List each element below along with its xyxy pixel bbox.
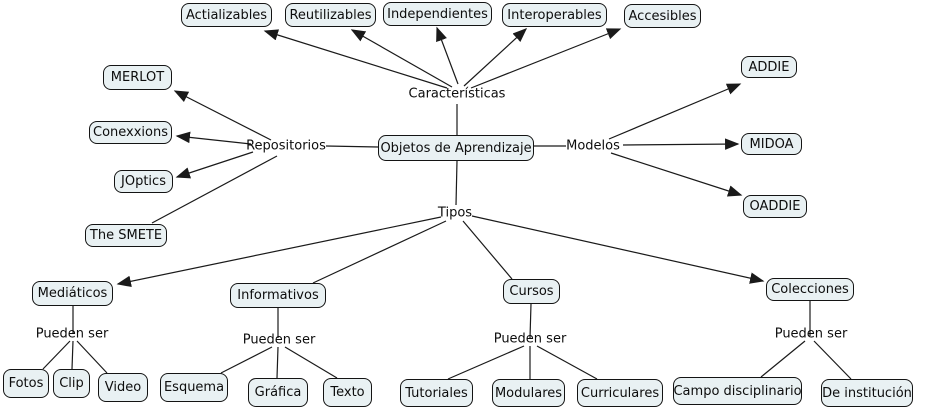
node-clip[interactable]: Clip: [53, 369, 90, 398]
node-the-smete[interactable]: The SMETE: [85, 224, 167, 247]
node-midoa[interactable]: MIDOA: [741, 133, 802, 155]
link-label-tipos[interactable]: Tipos: [437, 205, 473, 221]
node-cursos[interactable]: Cursos: [503, 279, 560, 304]
node-conexxions[interactable]: Conexxions: [89, 121, 172, 144]
link-label-pueden-ser-informativos[interactable]: Pueden ser: [242, 332, 316, 348]
node-merlot[interactable]: MERLOT: [103, 65, 172, 90]
node-oaddie[interactable]: OADDIE: [743, 195, 807, 218]
node-esquema[interactable]: Esquema: [160, 373, 228, 402]
link-label-pueden-ser-cursos[interactable]: Pueden ser: [493, 331, 567, 347]
node-colecciones[interactable]: Colecciones: [766, 278, 854, 301]
node-independientes[interactable]: Independientes: [383, 2, 492, 26]
link-label-repositorios[interactable]: Repositorios: [246, 138, 326, 154]
node-joptics[interactable]: JOptics: [114, 170, 173, 193]
link-label-caracteristicas[interactable]: Características: [408, 86, 506, 102]
node-curriculares[interactable]: Curriculares: [577, 379, 663, 407]
node-texto[interactable]: Texto: [323, 378, 372, 407]
node-informativos[interactable]: Informativos: [230, 283, 326, 308]
node-objetos-de-aprendizaje[interactable]: Objetos de Aprendizaje: [378, 135, 534, 161]
link-label-modelos[interactable]: Modelos: [566, 138, 620, 154]
node-accesibles[interactable]: Accesibles: [624, 4, 701, 28]
node-tutoriales[interactable]: Tutoriales: [400, 379, 473, 407]
node-video[interactable]: Video: [98, 373, 148, 402]
node-grafica[interactable]: Gráfica: [248, 378, 308, 407]
node-interoperables[interactable]: Interoperables: [502, 3, 607, 27]
node-mediaticos[interactable]: Mediáticos: [32, 281, 113, 306]
node-actializables[interactable]: Actializables: [181, 3, 272, 27]
node-reutilizables[interactable]: Reutilizables: [285, 3, 376, 27]
node-campo-disciplinario[interactable]: Campo disciplinario: [673, 377, 802, 405]
node-fotos[interactable]: Fotos: [3, 369, 49, 398]
link-label-pueden-ser-colecciones[interactable]: Pueden ser: [774, 326, 848, 342]
node-de-institucion[interactable]: De institución: [821, 379, 913, 407]
node-addie[interactable]: ADDIE: [741, 56, 797, 78]
node-modulares[interactable]: Modulares: [492, 379, 565, 407]
link-label-pueden-ser-mediaticos[interactable]: Pueden ser: [35, 326, 109, 342]
